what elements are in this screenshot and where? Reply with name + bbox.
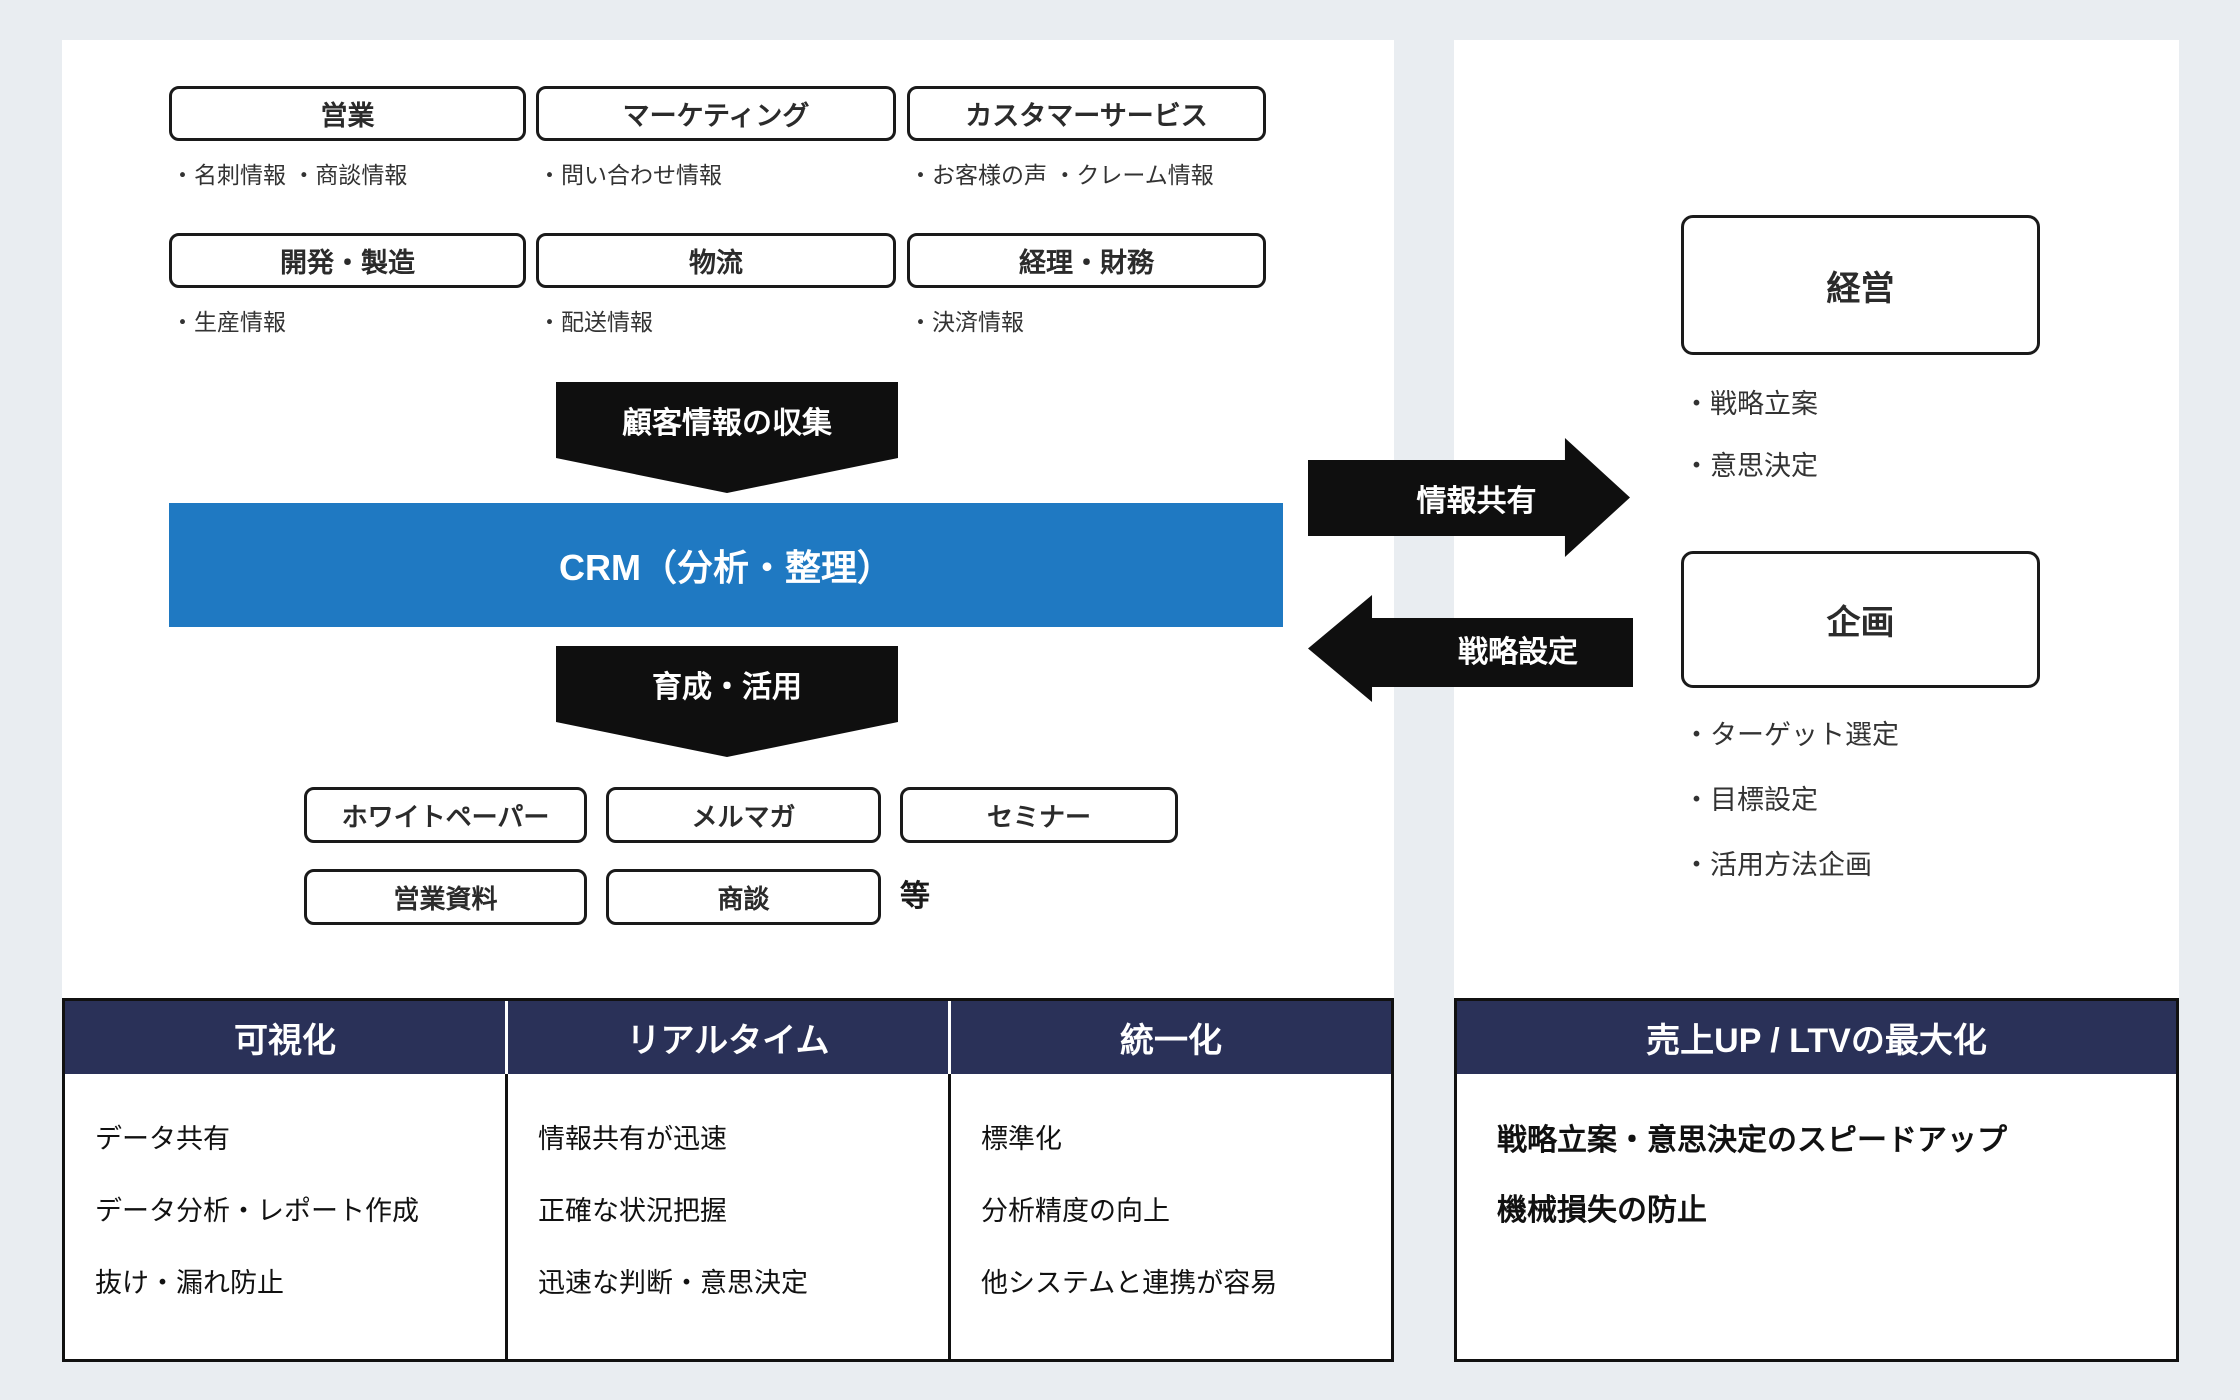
planning-bullet: ・ターゲット選定 (1683, 720, 1899, 750)
dept-info-marketing: ・問い合わせ情報 (538, 162, 722, 188)
output-box-whitepaper: ホワイトペーパー (304, 787, 587, 843)
result-col: 戦略立案・意思決定のスピードアップ 機械損失の防止 (1457, 1074, 2176, 1359)
management-bullets: ・戦略立案 ・意思決定 (1683, 373, 1818, 497)
outputs-etc-label: 等 (900, 880, 930, 913)
benefits-header-visualization: 可視化 (234, 1022, 336, 1060)
result-table-header-row: 売上UP / LTVの最大化 (1457, 1001, 2176, 1074)
dept-box-logistics: 物流 (536, 233, 896, 288)
dept-box-sales: 営業 (169, 86, 526, 141)
benefit-item: データ分析・レポート作成 (95, 1196, 419, 1226)
management-bullet: ・戦略立案 (1683, 389, 1818, 419)
dept-info-accounting: ・決済情報 (909, 309, 1024, 335)
benefit-item: データ共有 (95, 1124, 230, 1154)
benefits-table-header-row: 可視化 リアルタイム 統一化 (65, 1001, 1391, 1074)
result-item: 戦略立案・意思決定のスピードアップ (1497, 1124, 2007, 1157)
result-table: 売上UP / LTVの最大化 戦略立案・意思決定のスピードアップ 機械損失の防止 (1454, 998, 2179, 1362)
result-item: 機械損失の防止 (1497, 1194, 1707, 1227)
dept-box-development: 開発・製造 (169, 233, 526, 288)
dept-info-logistics: ・配送情報 (538, 309, 653, 335)
management-bullet: ・意思決定 (1683, 451, 1818, 481)
management-box: 経営 (1681, 215, 2040, 355)
planning-bullet: ・活用方法企画 (1683, 850, 1872, 880)
benefit-item: 迅速な判断・意思決定 (538, 1268, 808, 1298)
planning-bullets: ・ターゲット選定 ・目標設定 ・活用方法企画 (1683, 703, 1899, 898)
benefit-item: 情報共有が迅速 (538, 1124, 727, 1154)
benefit-item: 正確な状況把握 (538, 1196, 727, 1226)
dept-info-sales: ・名刺情報 ・商談情報 (171, 162, 408, 188)
output-box-mail-magazine: メルマガ (606, 787, 881, 843)
result-header: 売上UP / LTVの最大化 (1646, 1022, 1987, 1060)
collect-down-arrow: 顧客情報の収集 (556, 382, 898, 493)
benefit-item: 他システムと連携が容易 (981, 1268, 1278, 1298)
planning-box: 企画 (1681, 551, 2040, 688)
output-box-sales-materials: 営業資料 (304, 869, 587, 925)
dept-info-customer-service: ・お客様の声 ・クレーム情報 (909, 162, 1214, 188)
output-box-seminar: セミナー (900, 787, 1178, 843)
crm-bar: CRM（分析・整理） (169, 503, 1283, 627)
benefit-item: 分析精度の向上 (981, 1196, 1170, 1226)
planning-bullet: ・目標設定 (1683, 785, 1818, 815)
output-box-business-meeting: 商談 (606, 869, 881, 925)
benefits-table-body: データ共有 データ分析・レポート作成 抜け・漏れ防止 情報共有が迅速 正確な状況… (65, 1074, 1391, 1359)
dept-box-accounting: 経理・財務 (907, 233, 1266, 288)
dept-box-customer-service: カスタマーサービス (907, 86, 1266, 141)
benefits-header-realtime: リアルタイム (505, 1001, 948, 1074)
benefit-item: 標準化 (981, 1124, 1062, 1154)
benefits-col-unification: 標準化 分析精度の向上 他システムと連携が容易 (948, 1074, 1391, 1359)
benefits-table: 可視化 リアルタイム 統一化 データ共有 データ分析・レポート作成 抜け・漏れ防… (62, 998, 1394, 1362)
benefit-item: 抜け・漏れ防止 (95, 1268, 284, 1298)
dept-info-development: ・生産情報 (171, 309, 286, 335)
benefits-col-visualization: データ共有 データ分析・レポート作成 抜け・漏れ防止 (65, 1074, 505, 1359)
result-table-body: 戦略立案・意思決定のスピードアップ 機械損失の防止 (1457, 1074, 2176, 1359)
nurture-down-arrow: 育成・活用 (556, 646, 898, 757)
benefits-col-realtime: 情報共有が迅速 正確な状況把握 迅速な判断・意思決定 (505, 1074, 948, 1359)
benefits-header-unification: 統一化 (948, 1001, 1391, 1074)
dept-box-marketing: マーケティング (536, 86, 896, 141)
